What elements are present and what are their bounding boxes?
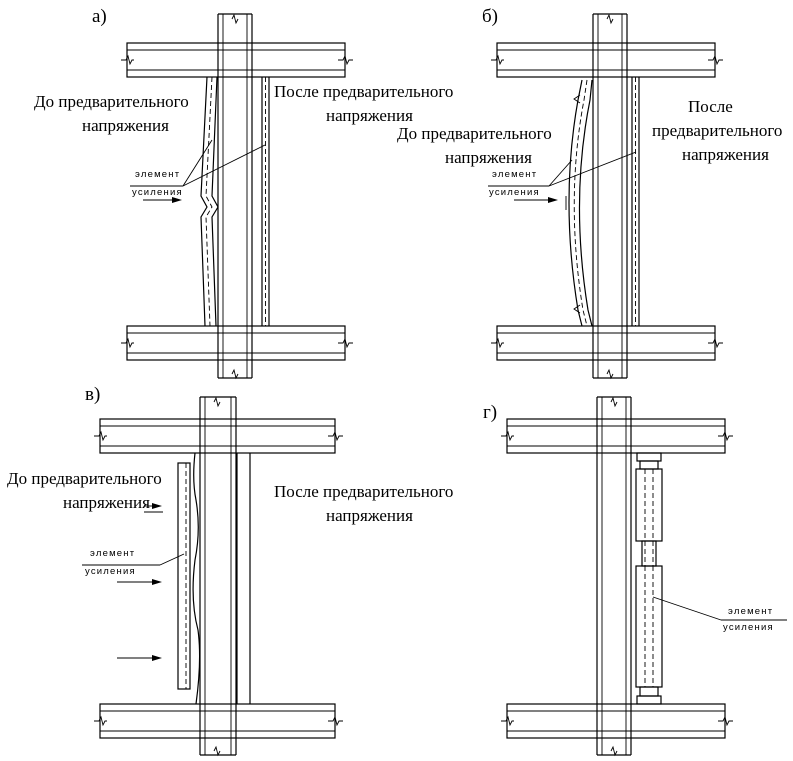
panel-a-column (217, 13, 253, 380)
panel-g-letter: г) (483, 402, 497, 423)
panel-v-force-arrow (117, 655, 162, 661)
panel-b-before-label: напряжения (445, 148, 532, 167)
panel-a: а) До предварительного напряжения После … (34, 6, 453, 380)
panel-b-column (592, 13, 628, 380)
panel-v-element-label: элемент (90, 548, 135, 559)
panel-g-column (596, 396, 632, 757)
panel-b-top-beam (491, 42, 723, 78)
panel-a-after-label: После предварительного (274, 82, 453, 101)
panel-b: б) До предварительного напряжения После … (397, 6, 782, 380)
panel-v-top-beam (94, 418, 343, 454)
panel-v-before-label: напряжения (63, 493, 150, 512)
panel-v-column (199, 396, 237, 757)
panel-v-before-label: До предварительного (7, 469, 162, 488)
panel-g-element-label: элемент (728, 606, 773, 617)
panel-b-after-label: напряжения (682, 145, 769, 164)
panel-a-strut-after (261, 77, 270, 326)
panel-v-after-label: После предварительного (274, 482, 453, 501)
panel-g-strut (635, 452, 663, 705)
panel-a-force-arrow (143, 197, 182, 203)
panel-v-after-label: напряжения (326, 506, 413, 525)
panel-v-force-arrow (145, 503, 162, 509)
panel-a-before-label: напряжения (82, 116, 169, 135)
panel-a-element-label: усиления (132, 187, 183, 198)
panel-b-before-label: До предварительного (397, 124, 552, 143)
panel-b-force-arrow (514, 197, 558, 203)
panel-v-bottom-beam (94, 703, 343, 739)
panel-a-bottom-beam (121, 325, 353, 361)
panel-a-strut-before (200, 76, 219, 327)
panel-v-deformed-strut (192, 452, 201, 705)
panel-b-strut-before (565, 79, 593, 327)
panel-b-after-label: После (688, 97, 733, 116)
panel-g: г) элемент усиления (483, 396, 787, 757)
panel-a-letter: а) (92, 6, 107, 27)
panel-g-leader-line (652, 596, 722, 621)
panel-v: в) До предварительного напряжения После … (7, 384, 453, 757)
panel-b-element-label: элемент (492, 169, 537, 180)
panel-v-strut-after (236, 453, 251, 704)
panel-b-letter: б) (482, 6, 498, 27)
panel-a-after-label: напряжения (326, 106, 413, 125)
panel-b-bottom-beam (491, 325, 723, 361)
panel-b-leader-line (548, 151, 637, 187)
panel-v-element-label: усиления (85, 566, 136, 577)
panel-v-plate (177, 462, 191, 690)
panel-a-leader-line (182, 139, 213, 187)
panel-a-before-label: До предварительного (34, 92, 189, 111)
panel-b-strut-after (631, 77, 640, 326)
panel-v-leader-line (159, 553, 185, 566)
panel-a-element-label: элемент (135, 169, 180, 180)
panel-b-element-label: усиления (489, 187, 540, 198)
panel-b-after-label: предварительного (652, 121, 782, 140)
panel-b-leader-line (548, 159, 573, 187)
panel-v-letter: в) (85, 384, 100, 405)
panel-g-element-label: усиления (723, 622, 774, 633)
panel-v-force-arrow (117, 579, 162, 585)
panel-a-top-beam (121, 42, 353, 78)
panel-a-leader-line (182, 144, 266, 187)
panel-g-top-beam (501, 418, 733, 454)
panel-g-bottom-beam (501, 703, 733, 739)
